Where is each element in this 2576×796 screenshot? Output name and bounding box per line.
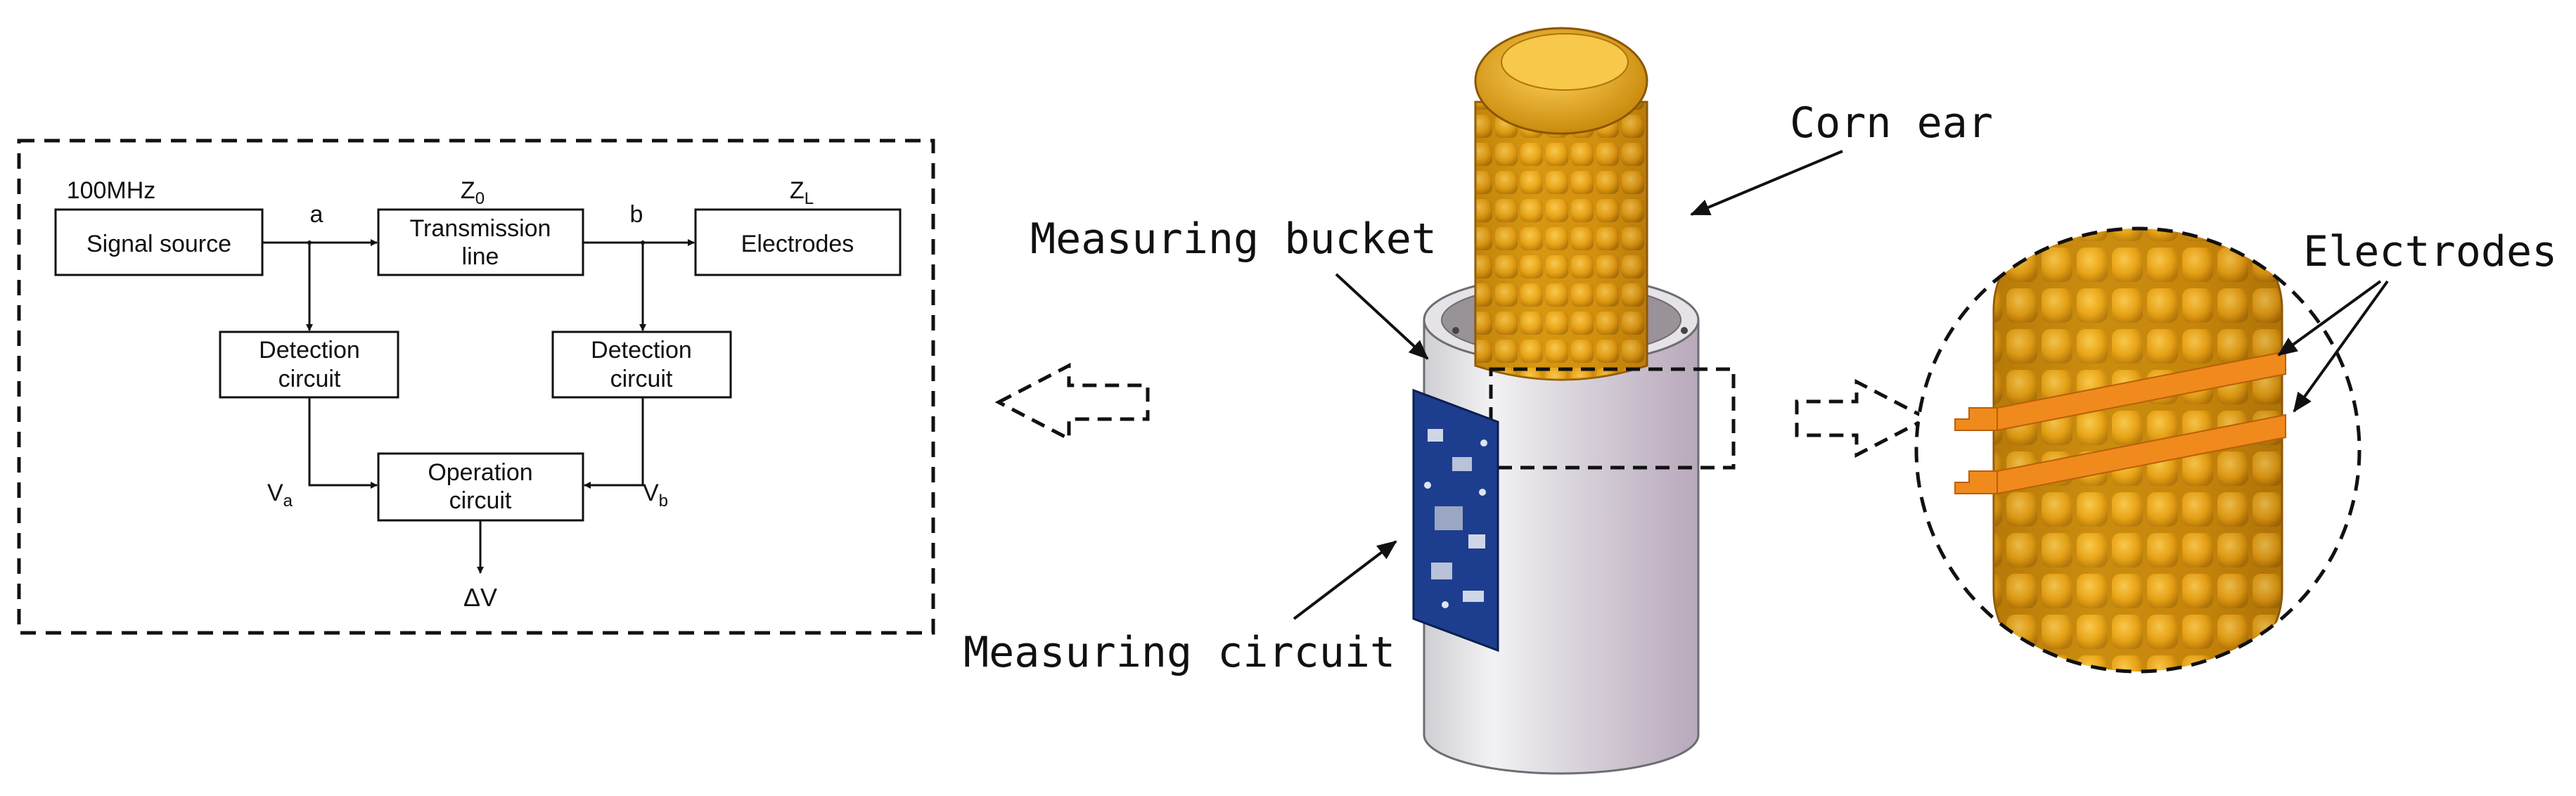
hollow-arrow-right-icon <box>1795 378 1931 458</box>
hollow-arrow-left-icon <box>994 362 1150 442</box>
pcb-chip-2 <box>1452 457 1472 471</box>
signal-source-label: Signal source <box>86 231 231 257</box>
measuring-circuit-label: Measuring circuit <box>963 628 1395 677</box>
measuring-bucket-leader <box>1335 273 1429 360</box>
electrodes-box-label: Electrodes <box>741 231 854 257</box>
node-b-label: b <box>630 201 643 228</box>
transmission-line-label-2: line <box>462 243 499 270</box>
electrode-lead-lower <box>1954 470 1998 494</box>
bucket-screw-2 <box>1681 327 1688 334</box>
zl-main: Z <box>790 177 805 204</box>
measuring-device <box>1412 27 1736 775</box>
corn-ear-shade <box>1475 102 1647 380</box>
corn-ear-leader <box>1690 150 1843 216</box>
detection-left-label-1: Detection <box>259 337 360 364</box>
pcb-chip-5 <box>1431 563 1452 579</box>
pcb-chip-3 <box>1435 506 1463 530</box>
pcb-pad-4 <box>1442 601 1449 608</box>
va-main: V <box>267 480 283 506</box>
zl-label: ZL <box>790 177 814 208</box>
pcb-chip-4 <box>1468 534 1485 548</box>
z0-main: Z <box>461 177 475 204</box>
electrode-zoom-view <box>1914 226 2362 674</box>
pcb-chip-1 <box>1428 429 1443 442</box>
detection-circuit-right-box <box>551 330 732 399</box>
electrodes-leader-lower <box>2293 280 2389 413</box>
detection-right-label-2: circuit <box>610 366 673 392</box>
block-diagram: 100MHz Signal source a Z0 Transmission l… <box>17 139 935 635</box>
vb-main: V <box>643 480 659 506</box>
electrodes-leader-upper <box>2277 280 2382 357</box>
transmission-line-box <box>377 208 584 276</box>
pcb-chip-6 <box>1463 591 1484 602</box>
block-diagram-frame <box>17 139 935 635</box>
zoom-circle-outline <box>1914 226 2362 674</box>
measuring-circuit-leader <box>1293 540 1397 620</box>
z0-label: Z0 <box>461 177 485 208</box>
measuring-bucket-label: Measuring bucket <box>1030 214 1437 264</box>
transmission-line-label-1: Transmission <box>410 215 551 242</box>
z0-sub: 0 <box>475 189 485 208</box>
detection-left-label-2: circuit <box>278 366 341 392</box>
vb-sub: b <box>659 492 668 511</box>
delta-v-label: ΔV <box>463 583 497 612</box>
node-a-label: a <box>310 201 323 228</box>
bucket-screw-1 <box>1452 327 1459 334</box>
electrodes-label: Electrodes <box>2303 227 2557 276</box>
va-sub: a <box>283 492 293 511</box>
operation-label-2: circuit <box>449 487 512 514</box>
pcb-pad-2 <box>1424 482 1431 489</box>
operation-label-1: Operation <box>428 459 532 486</box>
arrow-vb-to-operation <box>584 397 644 489</box>
zl-sub: L <box>805 189 814 208</box>
detection-circuit-left-box <box>219 330 399 399</box>
vb-label: Vb <box>643 480 668 511</box>
detection-right-label-1: Detection <box>591 337 692 364</box>
operation-circuit-box <box>377 452 584 522</box>
arrow-va-to-operation <box>308 397 378 489</box>
electrode-lead-upper <box>1954 407 1998 431</box>
corn-ear-tip <box>1501 33 1629 91</box>
electrodes-box <box>694 208 902 276</box>
va-label: Va <box>267 480 293 511</box>
pcb-pad-3 <box>1479 489 1486 496</box>
corn-ear-label: Corn ear <box>1790 98 1993 148</box>
pcb-pad-1 <box>1480 439 1487 447</box>
frequency-label: 100MHz <box>67 177 156 204</box>
